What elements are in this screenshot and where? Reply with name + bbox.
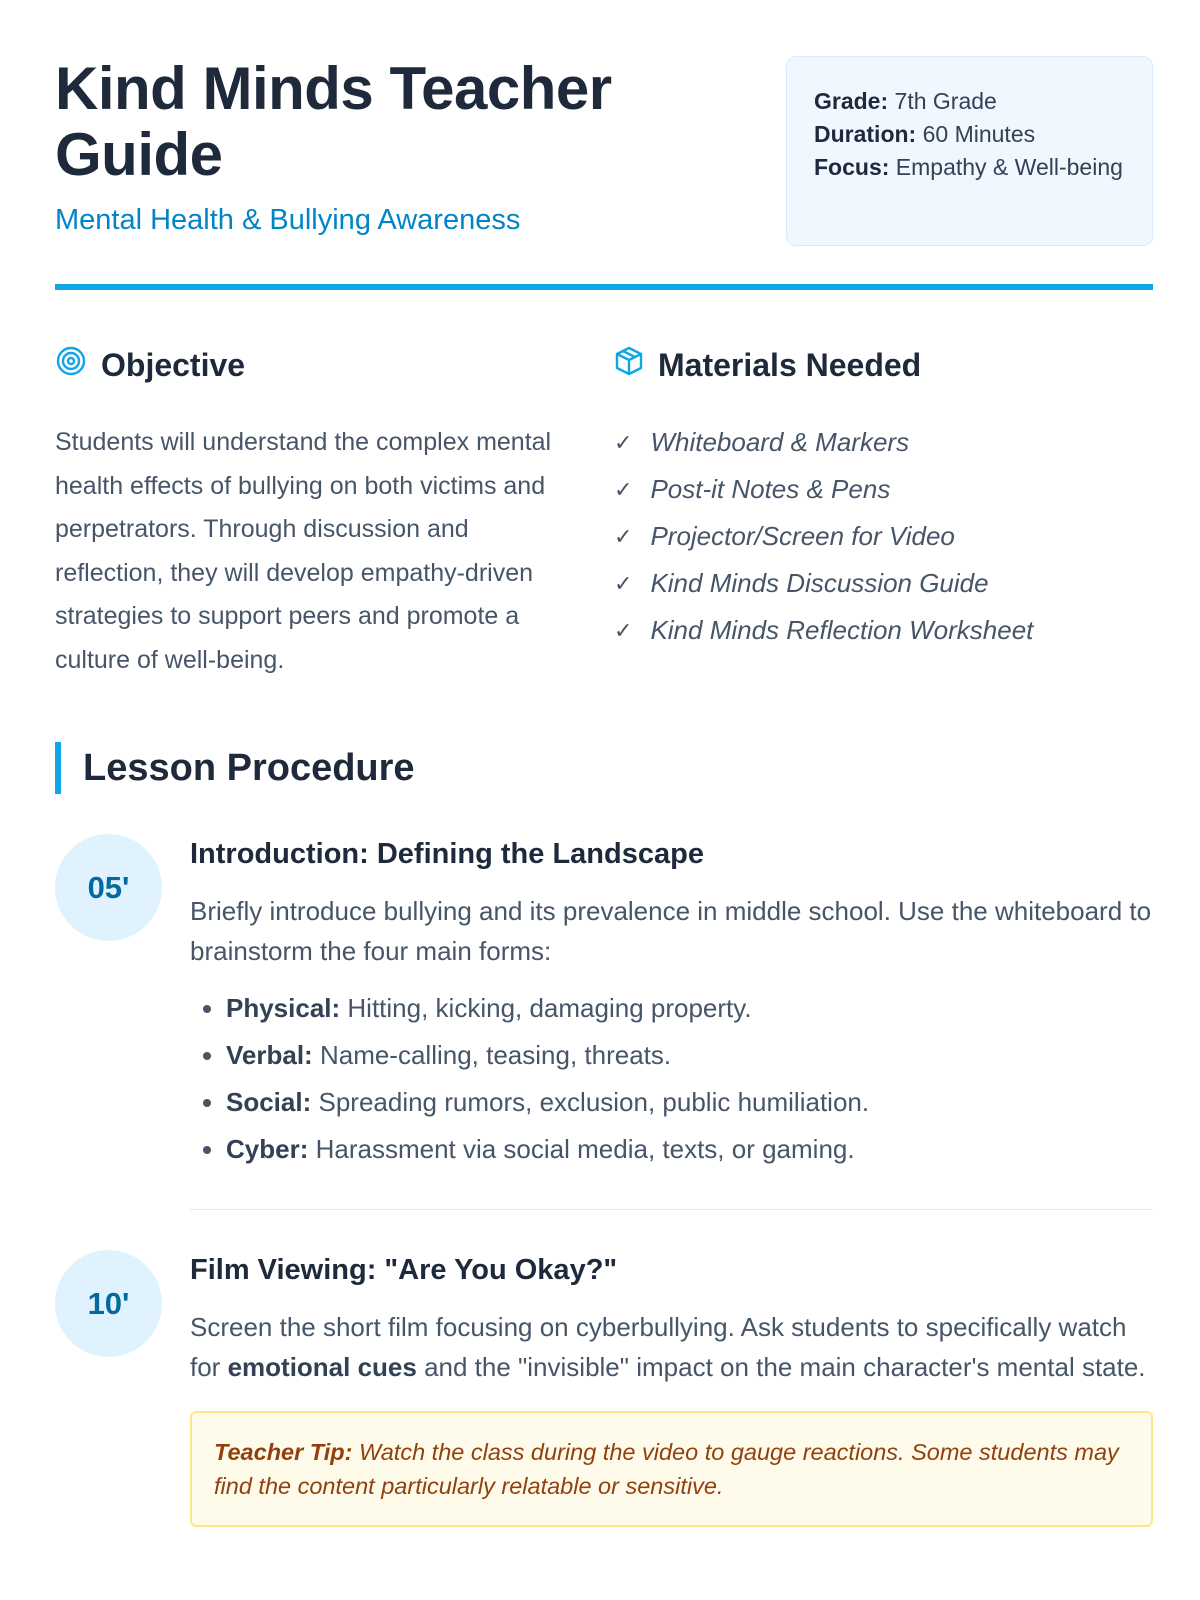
time-badge: 10' <box>55 1250 162 1357</box>
step-text: Briefly introduce bullying and its preva… <box>190 896 1152 966</box>
page-title: Kind Minds Teacher Guide <box>55 55 612 188</box>
materials-list: ✓Whiteboard & Markers ✓Post-it Notes & P… <box>614 419 1153 654</box>
list-item: ✓Post-it Notes & Pens <box>614 466 1153 513</box>
check-icon: ✓ <box>614 430 633 455</box>
teacher-tip: Teacher Tip: Watch the class during the … <box>190 1411 1153 1527</box>
teacher-guide: Kind Minds Teacher Guide Mental Health &… <box>55 0 1153 1527</box>
meta-grade: Grade: 7th Grade <box>814 88 997 114</box>
check-icon: ✓ <box>614 477 633 502</box>
procedure-step: 10' Film Viewing: "Are You Okay?" Screen… <box>55 1250 1153 1527</box>
materials-heading: Materials Needed <box>658 346 922 383</box>
bullying-forms-list: Physical: Hitting, kicking, damaging pro… <box>190 985 1153 1173</box>
list-item: ✓Projector/Screen for Video <box>614 513 1153 560</box>
check-icon: ✓ <box>614 571 633 596</box>
materials-section: Materials Needed ✓Whiteboard & Markers ✓… <box>594 345 1153 682</box>
list-item: Social: Spreading rumors, exclusion, pub… <box>226 1079 1153 1126</box>
meta-focus: Focus: Empathy & Well-being <box>814 154 1123 180</box>
step-title: Introduction: Defining the Landscape <box>190 838 704 870</box>
list-item: Physical: Hitting, kicking, damaging pro… <box>226 985 1153 1032</box>
list-item: ✓Whiteboard & Markers <box>614 419 1153 466</box>
objective-section: Objective Students will understand the c… <box>55 345 594 682</box>
objective-heading: Objective <box>101 346 246 383</box>
lesson-meta-card: Grade: 7th Grade Duration: 60 Minutes Fo… <box>786 56 1153 246</box>
procedure-heading: Lesson Procedure <box>55 742 1153 794</box>
target-icon <box>55 345 87 385</box>
list-item: ✓Kind Minds Discussion Guide <box>614 560 1153 607</box>
step-title: Film Viewing: "Are You Okay?" <box>190 1254 618 1286</box>
header: Kind Minds Teacher Guide Mental Health &… <box>55 0 1153 290</box>
procedure-step: 05' Introduction: Defining the Landscape… <box>55 834 1153 1210</box>
time-badge: 05' <box>55 834 162 941</box>
divider <box>190 1209 1153 1210</box>
box-icon <box>614 345 644 385</box>
page-subtitle: Mental Health & Bullying Awareness <box>55 204 521 236</box>
check-icon: ✓ <box>614 524 633 549</box>
step-text: Screen the short film focusing on cyberb… <box>190 1312 1146 1382</box>
check-icon: ✓ <box>614 618 633 643</box>
list-item: Cyber: Harassment via social media, text… <box>226 1126 1153 1173</box>
meta-duration: Duration: 60 Minutes <box>814 121 1036 147</box>
objective-text: Students will understand the complex men… <box>55 428 552 674</box>
list-item: Verbal: Name-calling, teasing, threats. <box>226 1032 1153 1079</box>
list-item: ✓Kind Minds Reflection Worksheet <box>614 607 1153 654</box>
